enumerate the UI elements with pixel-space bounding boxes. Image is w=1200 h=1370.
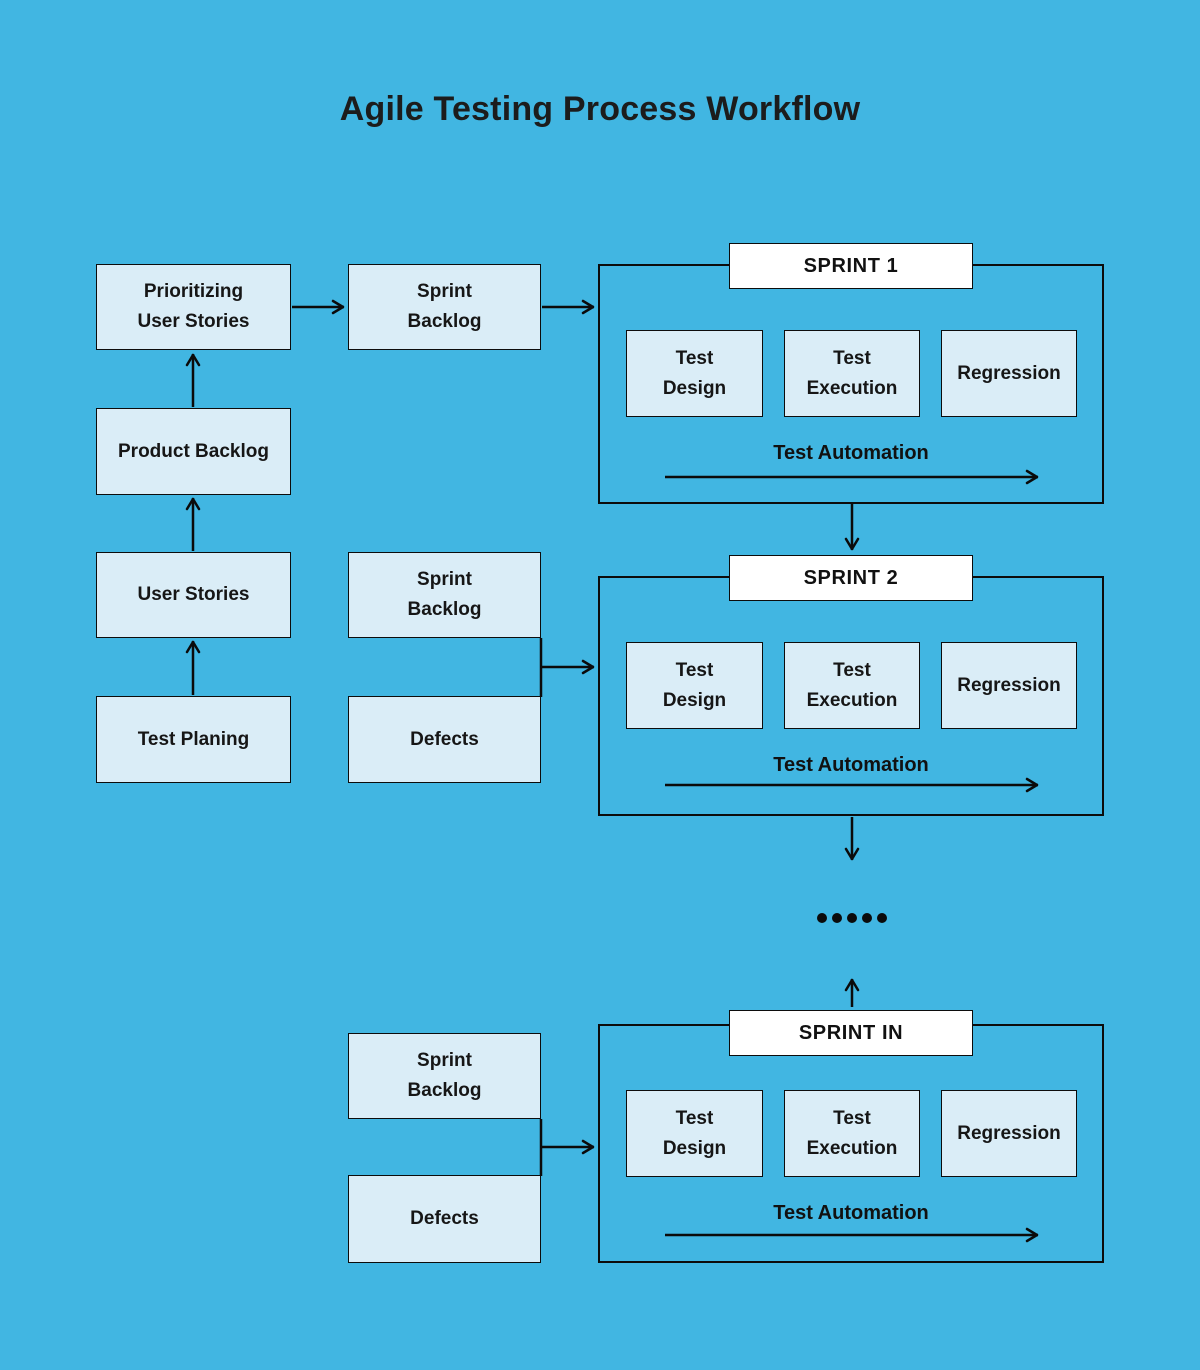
sprint-2-test-design: Test Design <box>626 642 763 729</box>
sprint-1-test-design: Test Design <box>626 330 763 417</box>
node-defects-1: Defects <box>348 696 541 783</box>
sprint-in-test-execution: Test Execution <box>784 1090 920 1177</box>
sprint-2-test-automation-label: Test Automation <box>773 754 929 776</box>
node-sprint-backlog-1: Sprint Backlog <box>348 264 541 350</box>
sprint-2-label: SPRINT 2 <box>729 555 973 601</box>
sprint-in-test-automation-label: Test Automation <box>773 1202 929 1224</box>
sprint-in-test-design: Test Design <box>626 1090 763 1177</box>
sprint-1-container: SPRINT 1 Test Design Test Execution Regr… <box>598 243 1104 504</box>
dot <box>877 913 887 923</box>
node-test-planing: Test Planing <box>96 696 291 783</box>
sprint-in-label: SPRINT IN <box>729 1010 973 1056</box>
node-sprint-backlog-2: Sprint Backlog <box>348 552 541 638</box>
page-title: Agile Testing Process Workflow <box>339 90 861 128</box>
sprint-1-test-automation-label: Test Automation <box>773 442 929 464</box>
dot <box>862 913 872 923</box>
node-product-backlog: Product Backlog <box>96 408 291 495</box>
sprint-1-regression: Regression <box>941 330 1077 417</box>
continuation-dots <box>817 913 887 923</box>
sprint-in-regression: Regression <box>941 1090 1077 1177</box>
sprint-2-regression: Regression <box>941 642 1077 729</box>
node-defects-2: Defects <box>348 1175 541 1263</box>
node-user-stories: User Stories <box>96 552 291 638</box>
dot <box>817 913 827 923</box>
node-prioritizing-user-stories: Prioritizing User Stories <box>96 264 291 350</box>
sprint-1-test-execution: Test Execution <box>784 330 920 417</box>
sprint-1-label: SPRINT 1 <box>729 243 973 289</box>
sprint-2-container: SPRINT 2 Test Design Test Execution Regr… <box>598 555 1104 816</box>
dot <box>832 913 842 923</box>
sprint-in-container: SPRINT IN Test Design Test Execution Reg… <box>598 1010 1104 1263</box>
dot <box>847 913 857 923</box>
sprint-2-test-execution: Test Execution <box>784 642 920 729</box>
node-sprint-backlog-3: Sprint Backlog <box>348 1033 541 1119</box>
